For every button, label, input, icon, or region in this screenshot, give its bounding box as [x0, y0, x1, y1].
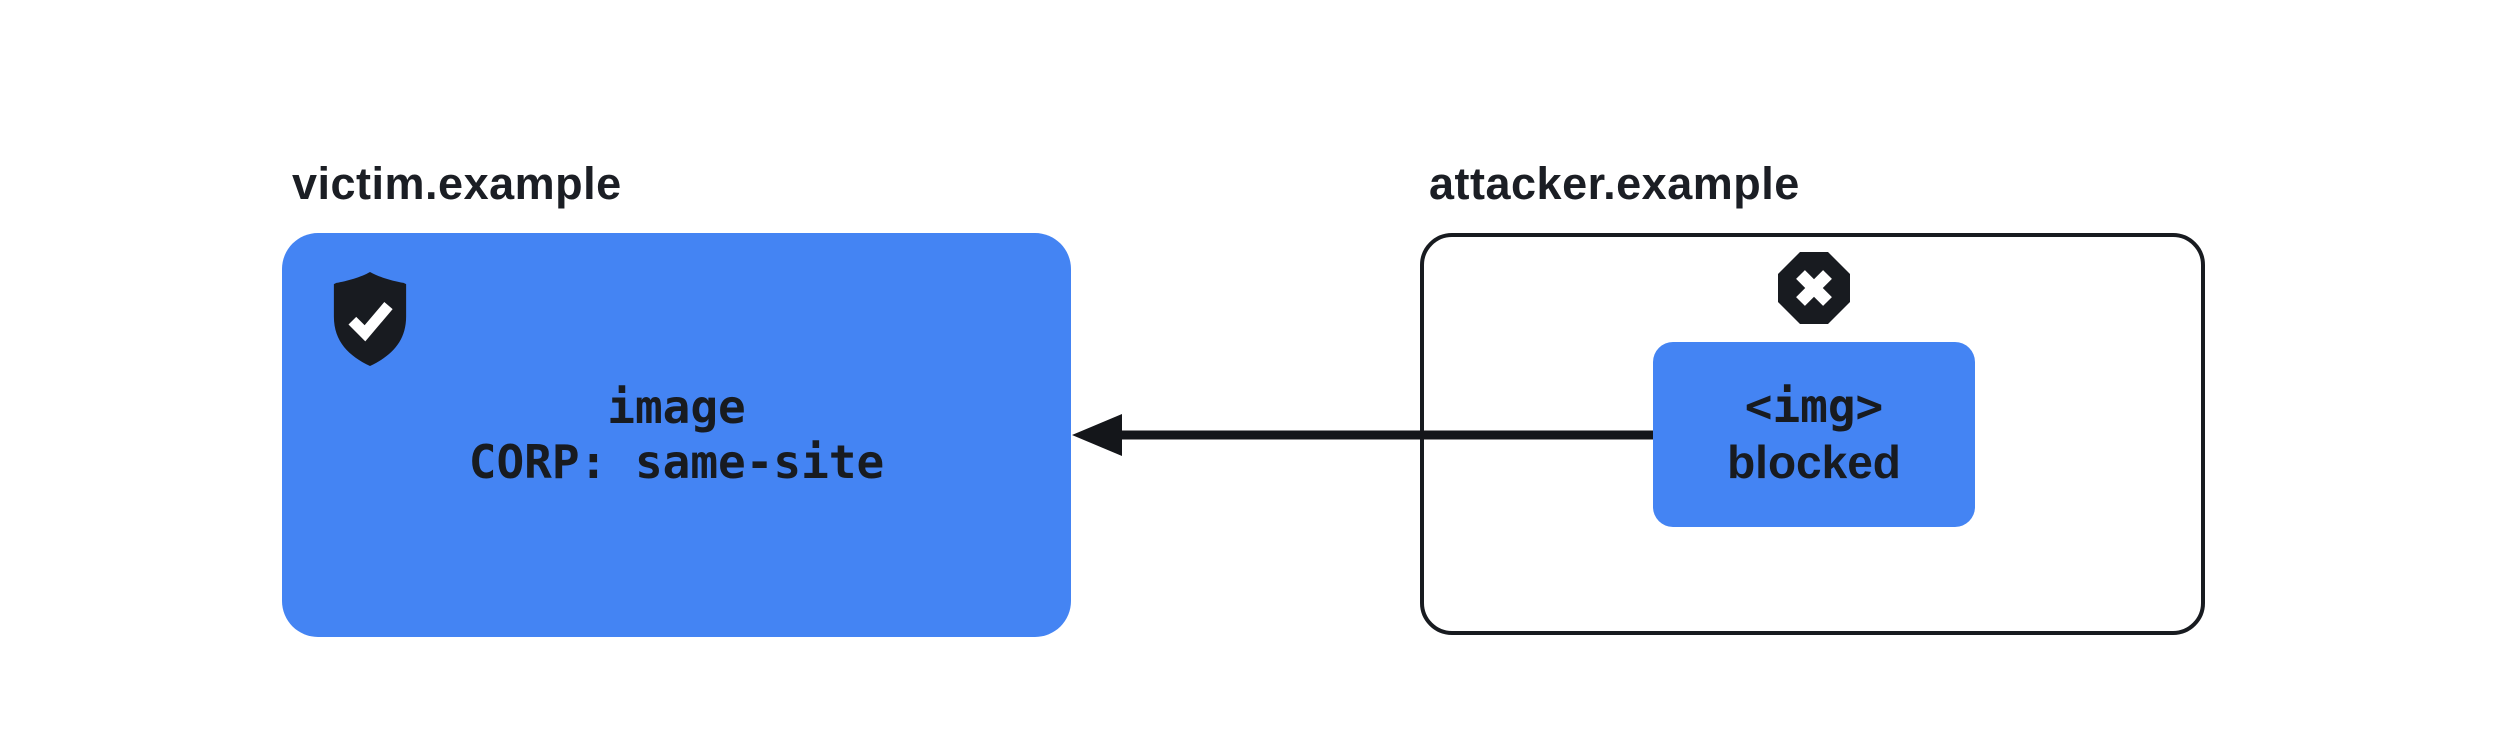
victim-box-text: image CORP: same-site — [282, 233, 1071, 637]
request-arrow — [1072, 414, 1653, 456]
attacker-domain-label: attacker.example — [1429, 158, 1800, 209]
img-tag-label: <img> — [1744, 379, 1884, 433]
resource-type-label: image — [607, 380, 746, 434]
shield-check-icon — [333, 271, 407, 367]
victim-resource-box: image CORP: same-site — [282, 233, 1071, 637]
arrowhead — [1072, 414, 1122, 456]
arrow-shaft — [1113, 430, 1653, 440]
octagon-x-icon — [1778, 252, 1850, 324]
blocked-status-label: blocked — [1727, 436, 1901, 488]
victim-domain-label: victim.example — [292, 158, 622, 209]
corp-header-label: CORP: same-site — [468, 435, 885, 489]
blocked-request-box: <img> blocked — [1653, 342, 1975, 527]
